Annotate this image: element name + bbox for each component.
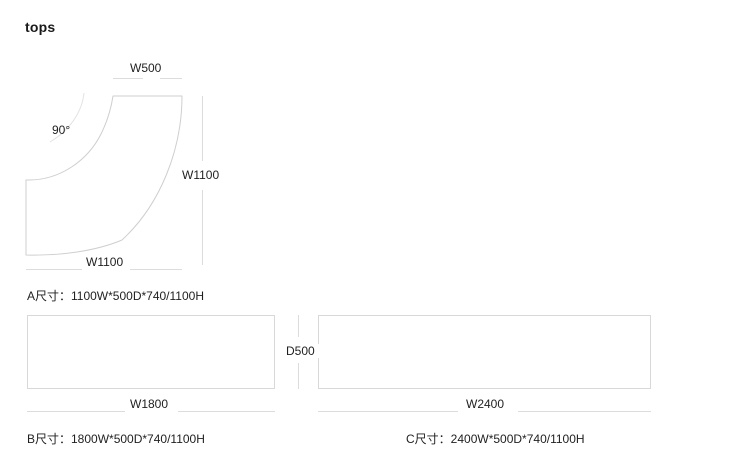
corner-top-shape-path <box>25 95 183 256</box>
dimension-line-top-right-a <box>160 78 182 79</box>
dimension-line-bottom-right-b <box>178 411 275 412</box>
dimension-line-depth-lower <box>298 363 299 389</box>
dimension-line-bottom-right-a <box>130 269 182 270</box>
angle-arc-90-path <box>49 92 85 143</box>
dimension-label-top-a: W500 <box>126 61 166 75</box>
dimension-label-depth: D500 <box>282 344 319 358</box>
dimension-line-top-left-a <box>113 78 143 79</box>
dimension-line-right-lower-a <box>202 190 203 265</box>
page-title: tops <box>25 19 56 35</box>
dimension-line-right-upper-a <box>202 96 203 161</box>
dimension-line-bottom-left-b <box>27 411 125 412</box>
dimension-label-bottom-b: W1800 <box>126 397 173 411</box>
dimension-line-bottom-right-c <box>518 411 651 412</box>
caption-figure-c: C尺寸：2400W*500D*740/1100H <box>406 432 585 446</box>
corner-top-outline-svg <box>25 92 183 256</box>
dimension-label-angle: 90° <box>52 123 71 137</box>
figure-a-corner-top: 90° W500 W1100 W1100 A尺寸：1100W*500D*740/… <box>0 0 280 303</box>
rect-top-c-shape <box>318 315 651 389</box>
caption-figure-a: A尺寸：1100W*500D*740/1100H <box>27 289 204 303</box>
rect-top-b-shape <box>27 315 275 389</box>
dimension-line-depth-upper <box>298 315 299 337</box>
dimension-label-bottom-a: W1100 <box>82 255 128 269</box>
dimension-line-bottom-left-c <box>318 411 458 412</box>
dimension-label-bottom-c: W2400 <box>462 397 509 411</box>
dimension-line-bottom-left-a <box>26 269 82 270</box>
dimension-label-right-a: W1100 <box>178 168 224 182</box>
figure-b-rect-top: W1800 B尺寸：1800W*500D*740/1100H <box>0 0 300 470</box>
caption-figure-b: B尺寸：1800W*500D*740/1100H <box>27 432 205 446</box>
